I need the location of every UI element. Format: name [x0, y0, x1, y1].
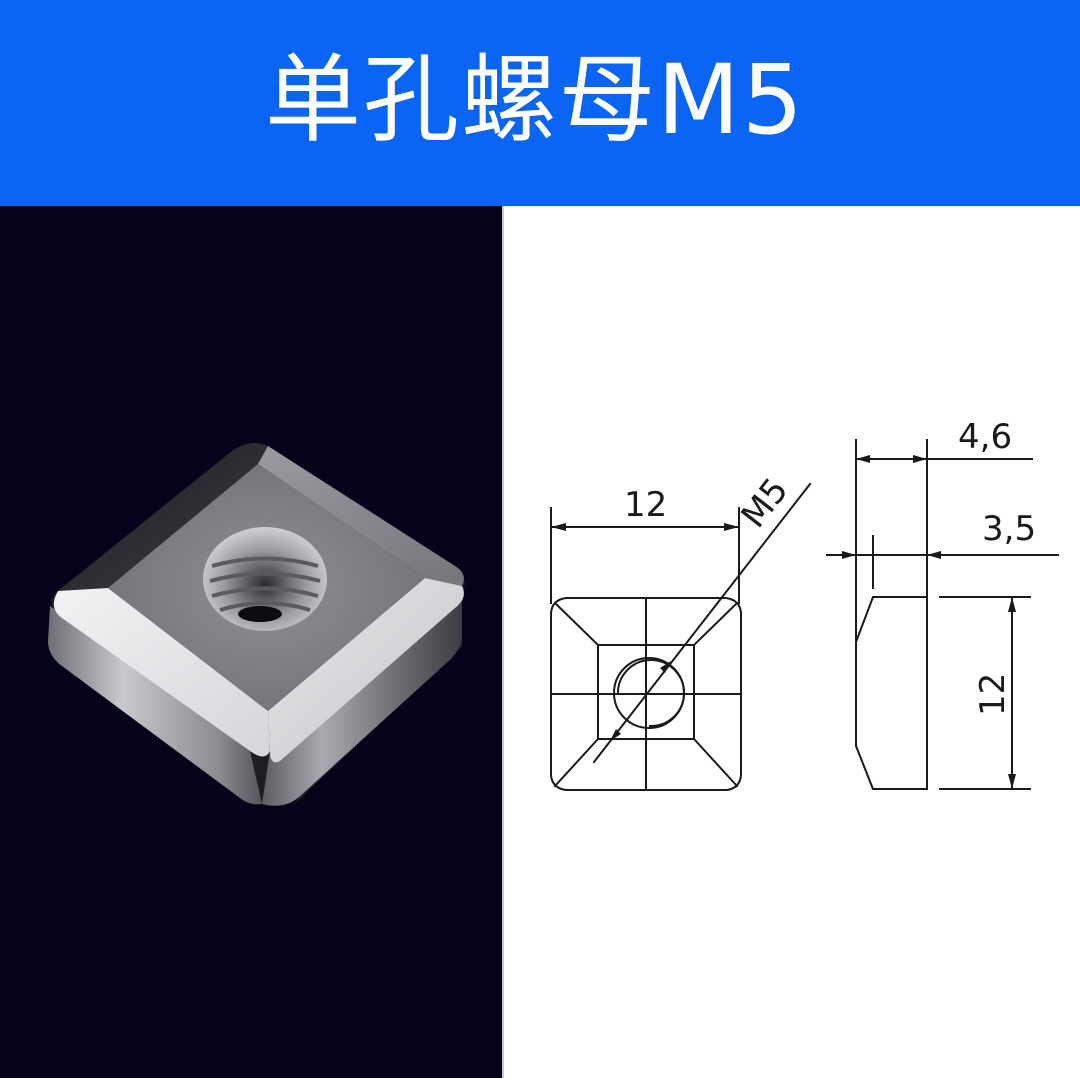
product-photo-panel	[0, 206, 502, 1078]
height-dimension-label: 12	[973, 673, 1013, 716]
title-banner: 单孔螺母M5	[0, 0, 1080, 206]
side-view	[826, 439, 1059, 790]
width-dimension-label: 12	[624, 485, 667, 525]
technical-drawing-panel: 12 M5 4,6 3,5 12	[504, 206, 1080, 1078]
panel-divider	[502, 206, 504, 1078]
thread-size-label: M5	[734, 471, 797, 536]
square-nut-photo	[48, 442, 465, 806]
front-view	[550, 482, 812, 791]
thickness-dimension-label: 4,6	[958, 417, 1012, 457]
chamfer-dimension-label: 3,5	[982, 509, 1036, 549]
dimension-drawing: 12 M5 4,6 3,5 12	[550, 417, 1059, 791]
product-title: 单孔螺母M5	[265, 44, 805, 156]
